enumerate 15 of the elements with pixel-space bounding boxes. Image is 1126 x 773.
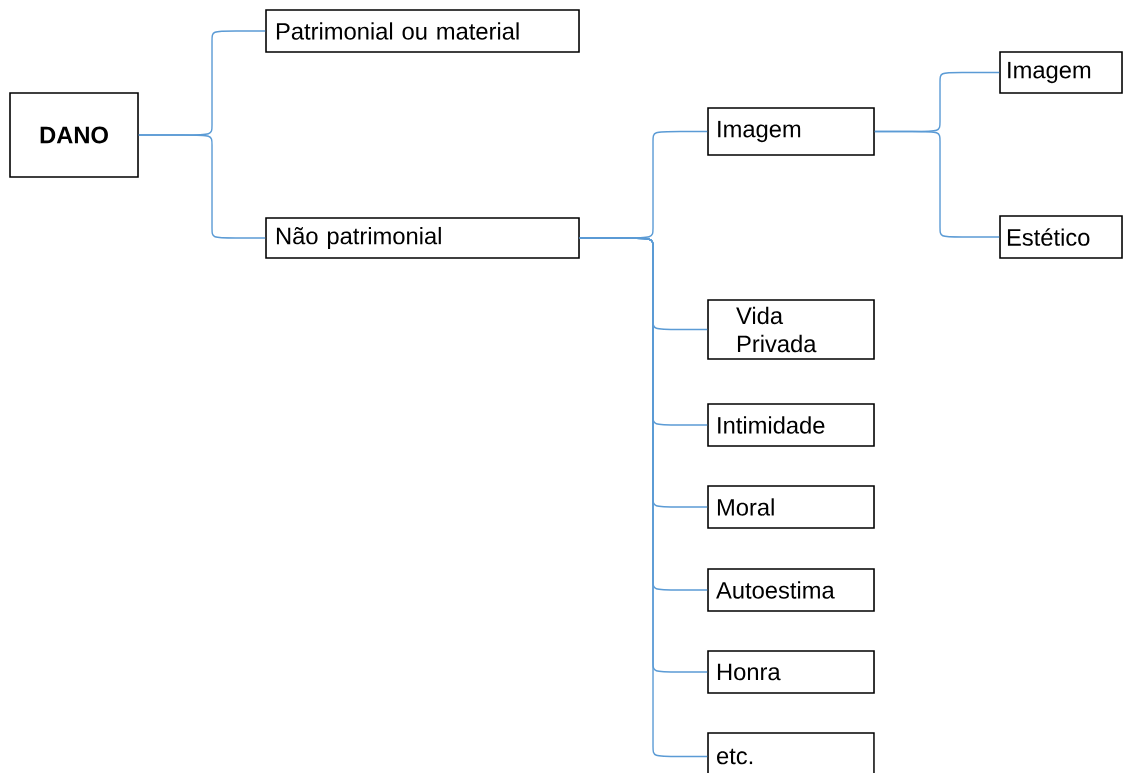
brace-line: [579, 237, 708, 758]
brace-line: [138, 134, 266, 239]
term-box: Não patrimonial: [265, 217, 580, 259]
term-box: Honra: [707, 650, 875, 694]
term-box: Intimidade: [707, 403, 875, 447]
term-box: DANO: [9, 92, 139, 178]
term-box: Imagem: [707, 107, 875, 156]
term-box: Estético: [999, 215, 1123, 259]
term-box: Moral: [707, 485, 875, 529]
term-box: Autoestima: [707, 568, 875, 612]
term-box: Patrimonial ou material: [265, 9, 580, 53]
term-box: Imagem: [999, 51, 1123, 94]
term-box: etc.: [707, 732, 875, 773]
brace-line: [874, 130, 1000, 238]
term-box: Vida Privada: [707, 299, 875, 360]
